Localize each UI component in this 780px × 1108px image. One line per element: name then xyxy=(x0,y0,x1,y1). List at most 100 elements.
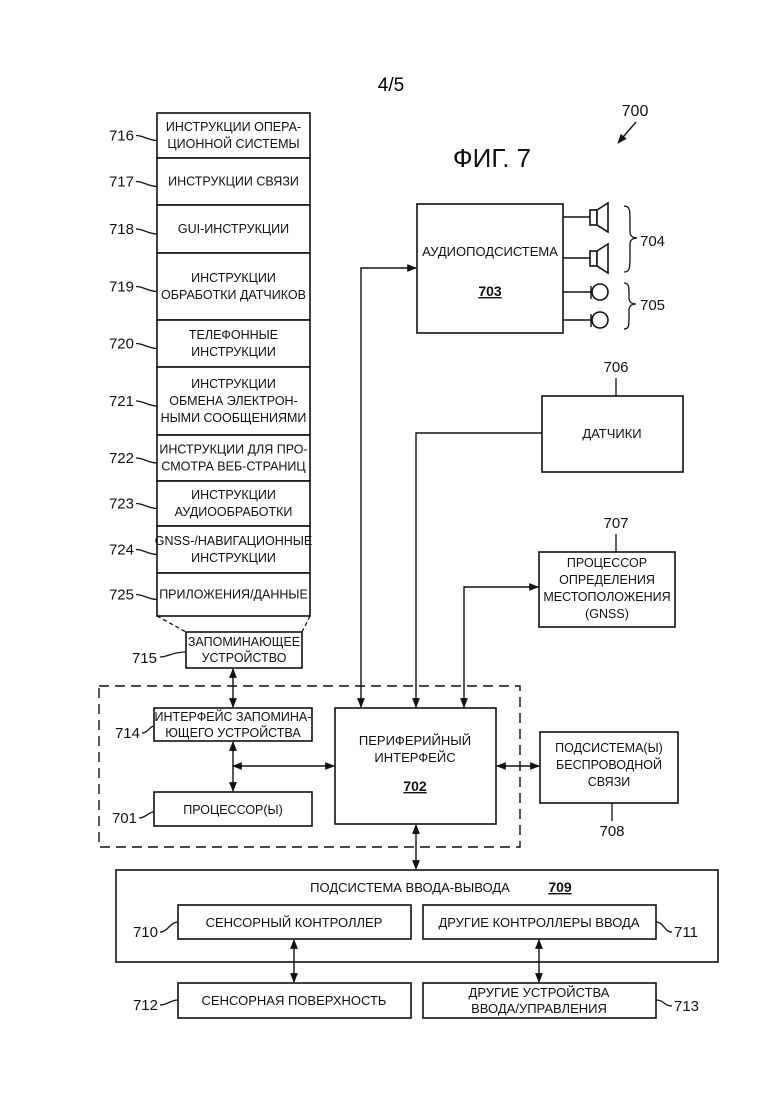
memory-item-label: ИНСТРУКЦИИ xyxy=(191,377,276,391)
memory-item-label: GNSS-/НАВИГАЦИОННЫЕ xyxy=(155,534,312,548)
memory-item-label: ПРИЛОЖЕНИЯ/ДАННЫЕ xyxy=(159,588,308,602)
link-sensors-peripheral xyxy=(416,433,542,707)
memory-item-leader xyxy=(136,550,157,555)
ref-701: 701 xyxy=(112,810,137,827)
figure-title: ФИГ. 7 xyxy=(453,143,531,173)
memory-item-label: СМОТРА ВЕБ-СТРАНИЦ xyxy=(161,460,306,474)
wireless-line1: ПОДСИСТЕМА(Ы) xyxy=(555,741,663,755)
touch-controller-label: СЕНСОРНЫЙ КОНТРОЛЛЕР xyxy=(206,915,383,930)
sensors-block: ДАТЧИКИ 706 xyxy=(542,359,683,472)
memory-item-leader xyxy=(136,595,157,600)
sensors-label: ДАТЧИКИ xyxy=(582,426,641,441)
io-label: ПОДСИСТЕМА ВВОДА-ВЫВОДА xyxy=(310,880,510,895)
ref-706: 706 xyxy=(603,359,628,376)
memory-instructions-stack: ИНСТРУКЦИИ ОПЕРА- ЦИОННОЙ СИСТЕМЫ 716ИНСТР… xyxy=(109,113,312,616)
memory-interface-line2: ЮЩЕГО УСТРОЙСТВА xyxy=(165,725,301,740)
touch-surface-block: СЕНСОРНАЯ ПОВЕРХНОСТЬ 712 xyxy=(133,983,411,1018)
memory-item-label: НЫМИ СООБЩЕНИЯМИ xyxy=(161,411,307,425)
memory-item-leader xyxy=(136,458,157,463)
ref-714: 714 xyxy=(115,725,140,742)
memory-label-line1: ЗАПОМИНАЮЩЕЕ xyxy=(188,635,300,649)
memory-item-ref: 719 xyxy=(109,279,134,296)
memory-item-label: ИНСТРУКЦИИ xyxy=(191,488,276,502)
memory-item-leader xyxy=(136,401,157,406)
wireless-line3: СВЯЗИ xyxy=(588,775,631,789)
ref-704: 704 xyxy=(640,233,665,250)
memory-item-label: АУДИООБРАБОТКИ xyxy=(175,505,293,519)
audio-label: АУДИОПОДСИСТЕМА xyxy=(422,244,558,259)
memory-item-leader xyxy=(136,136,157,141)
location-processor-block: ПРОЦЕССОР ОПРЕДЕЛЕНИЯ МЕСТОПОЛОЖЕНИЯ (GN… xyxy=(539,515,675,627)
microphone-icon xyxy=(563,312,608,328)
audio-subsystem-block: АУДИОПОДСИСТЕМА 703 xyxy=(417,204,563,333)
location-line3: МЕСТОПОЛОЖЕНИЯ xyxy=(543,590,670,604)
memory-item-label: ОБРАБОТКИ ДАТЧИКОВ xyxy=(161,288,306,302)
link-location-peripheral xyxy=(464,587,538,707)
microphone-icon xyxy=(563,284,608,300)
memory-item-ref: 716 xyxy=(109,128,134,145)
other-controllers-block: ДРУГИЕ КОНТРОЛЛЕРЫ ВВОДА 711 xyxy=(423,905,698,941)
memory-item-label: ИНСТРУКЦИИ xyxy=(191,551,276,565)
memory-interface-block: ИНТЕРФЕЙС ЗАПОМИНА- ЮЩЕГО УСТРОЙСТВА 714 xyxy=(115,708,312,742)
ref-700-pointer xyxy=(618,122,636,143)
memory-item-label: GUI-ИНСТРУКЦИИ xyxy=(178,222,289,236)
ref-700: 700 xyxy=(622,103,649,120)
ref-711: 711 xyxy=(674,924,698,941)
other-devices-line2: ВВОДА/УПРАВЛЕНИЯ xyxy=(471,1001,607,1016)
peripheral-line1: ПЕРИФЕРИЙНЫЙ xyxy=(359,733,471,748)
speakers-brace xyxy=(624,206,637,272)
memory-item-leader xyxy=(136,344,157,349)
memory-item-box xyxy=(157,253,310,320)
link-audio-peripheral xyxy=(361,268,416,707)
ref-707: 707 xyxy=(603,515,628,532)
memory-label-line2: УСТРОЙСТВО xyxy=(202,650,287,665)
wireless-line2: БЕСПРОВОДНОЙ xyxy=(556,757,662,772)
memory-item-ref: 718 xyxy=(109,221,134,238)
memory-item-label: ИНСТРУКЦИИ xyxy=(191,345,276,359)
wireless-subsystem-block: ПОДСИСТЕМА(Ы) БЕСПРОВОДНОЙ СВЯЗИ 708 xyxy=(540,732,678,840)
memory-item-ref: 720 xyxy=(109,336,134,353)
memory-item-leader xyxy=(136,287,157,292)
memory-item-ref: 723 xyxy=(109,496,134,513)
ref-713: 713 xyxy=(674,998,699,1015)
memory-item-ref: 717 xyxy=(109,174,134,191)
touch-surface-label: СЕНСОРНАЯ ПОВЕРХНОСТЬ xyxy=(202,993,387,1008)
memory-item-label: ТЕЛЕФОННЫЕ xyxy=(189,328,278,342)
memory-item-label: ЦИОННОЙ СИСТЕМЫ xyxy=(167,136,299,151)
io-number: 709 xyxy=(548,879,572,895)
memory-item-leader xyxy=(136,229,157,234)
ref-705: 705 xyxy=(640,297,665,314)
other-controllers-label: ДРУГИЕ КОНТРОЛЛЕРЫ ВВОДА xyxy=(438,915,639,930)
memory-item-ref: 724 xyxy=(109,542,134,559)
memory-block: ЗАПОМИНАЮЩЕЕ УСТРОЙСТВО 715 xyxy=(132,632,302,668)
memory-item-leader xyxy=(136,182,157,187)
speaker-icon xyxy=(563,203,608,232)
memory-item-ref: 721 xyxy=(109,393,134,410)
memory-item-ref: 725 xyxy=(109,587,134,604)
peripheral-interface-block: ПЕРИФЕРИЙНЫЙ ИНТЕРФЕЙС 702 xyxy=(335,708,496,824)
memory-item-ref: 722 xyxy=(109,450,134,467)
other-devices-block: ДРУГИЕ УСТРОЙСТВА ВВОДА/УПРАВЛЕНИЯ 713 xyxy=(423,983,699,1018)
speaker-icon xyxy=(563,244,608,273)
location-line1: ПРОЦЕССОР xyxy=(567,556,647,570)
microphones-brace xyxy=(624,283,636,329)
page-number: 4/5 xyxy=(378,75,404,96)
location-line2: ОПРЕДЕЛЕНИЯ xyxy=(559,573,655,587)
processor-label: ПРОЦЕССОР(Ы) xyxy=(183,803,283,817)
memory-item-label: ИНСТРУКЦИИ ДЛЯ ПРО- xyxy=(159,443,307,457)
ref-712: 712 xyxy=(133,997,158,1014)
memory-interface-line1: ИНТЕРФЕЙС ЗАПОМИНА- xyxy=(155,709,312,724)
memory-item-label: ИНСТРУКЦИИ xyxy=(191,271,276,285)
peripheral-line2: ИНТЕРФЕЙС xyxy=(374,750,455,765)
ref-710: 710 xyxy=(133,924,158,941)
memory-item-label: ИНСТРУКЦИИ СВЯЗИ xyxy=(168,175,299,189)
audio-number: 703 xyxy=(478,283,502,299)
memory-item-label: ОБМЕНА ЭЛЕКТРОН- xyxy=(169,394,298,408)
memory-stack-join xyxy=(157,616,310,632)
memory-item-label: ИНСТРУКЦИИ ОПЕРА- xyxy=(166,120,301,134)
processor-block: ПРОЦЕССОР(Ы) 701 xyxy=(112,792,312,827)
ref-708: 708 xyxy=(599,823,624,840)
ref-715: 715 xyxy=(132,650,157,667)
